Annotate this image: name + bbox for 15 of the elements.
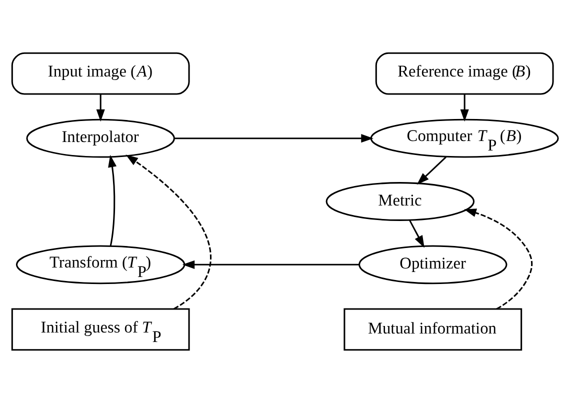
- arrow: [408, 220, 424, 248]
- arrow: [108, 154, 117, 246]
- arrow: [96, 94, 105, 122]
- node-box: Reference image (B): [375, 52, 554, 95]
- node-box: Mutual information: [344, 308, 522, 351]
- arrow: [174, 134, 374, 143]
- node-ellipse: Metric: [326, 182, 475, 221]
- node-ellipse: Interpolator: [26, 118, 175, 158]
- arrow: [416, 156, 446, 185]
- arrow: [464, 208, 533, 310]
- node-ellipse: Optimizer: [358, 245, 508, 284]
- arrow: [182, 260, 360, 269]
- node-box: Input image (A): [11, 52, 190, 95]
- arrow: [460, 94, 469, 122]
- arrow: [126, 154, 212, 310]
